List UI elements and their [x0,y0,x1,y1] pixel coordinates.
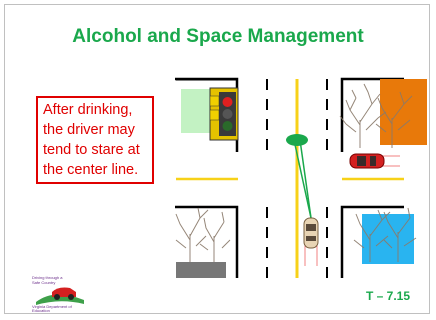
car-logo-icon [36,287,84,305]
lane-markers [266,79,328,278]
callout-line-3: tend to stare at [43,142,140,158]
traffic-light-icon [209,87,239,141]
logo-footer: Virginia Department of Education [32,304,72,313]
slide-number: T – 7.15 [366,289,411,303]
corner-bottom-left [175,205,239,278]
corner-bottom-right [340,205,417,278]
logo-line-2: Safe Country [32,280,56,285]
callout-line-4: the center line. [43,162,139,178]
corner-top-right [339,77,427,152]
red-car-icon [349,153,400,169]
logo-line-1: Driving through a [32,275,63,280]
callout-line-2: the driver may [43,122,135,138]
callout-box: After drinking, the driver may tend to s… [36,96,154,184]
slide-title: Alcohol and Space Management [72,26,364,47]
gaze-cone [286,134,312,219]
vdoe-logo: Driving through a Safe Country Virginia … [30,274,90,313]
driver-car-icon [303,217,319,266]
callout-line-1: After drinking, [43,102,133,118]
